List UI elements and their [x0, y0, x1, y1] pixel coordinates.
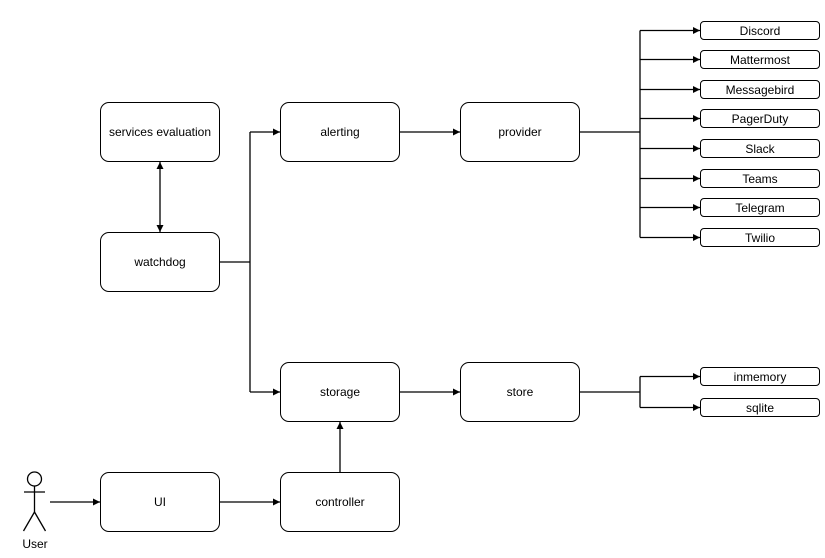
node-store-sqlite: sqlite	[700, 398, 820, 417]
node-store-sqlite-label: sqlite	[745, 400, 774, 415]
node-provider-messagebird-label: Messagebird	[725, 82, 795, 97]
node-storage-label: storage	[319, 385, 361, 399]
node-provider-discord: Discord	[700, 21, 820, 40]
node-provider-telegram-label: Telegram	[735, 200, 785, 215]
node-storage: storage	[280, 362, 400, 422]
node-provider-messagebird: Messagebird	[700, 80, 820, 99]
node-watchdog-label: watchdog	[134, 255, 186, 269]
node-alerting: alerting	[280, 102, 400, 162]
node-provider-label: provider	[498, 125, 542, 139]
node-ui: UI	[100, 472, 220, 532]
node-store-inmemory-label: inmemory	[733, 369, 787, 384]
node-ui-label: UI	[154, 495, 166, 509]
node-controller: controller	[280, 472, 400, 532]
node-provider-pagerduty-label: PagerDuty	[731, 111, 789, 126]
node-provider-slack-label: Slack	[745, 141, 775, 156]
node-store-label: store	[506, 385, 534, 399]
user-actor-icon	[22, 471, 47, 532]
node-provider-slack: Slack	[700, 139, 820, 158]
node-store-inmemory: inmemory	[700, 367, 820, 386]
user-actor-label: User	[22, 537, 48, 551]
node-provider-discord-label: Discord	[739, 23, 781, 38]
node-services-evaluation: services evaluation	[100, 102, 220, 162]
node-provider-mattermost: Mattermost	[700, 50, 820, 69]
node-provider-teams-label: Teams	[742, 171, 778, 186]
node-provider-twilio: Twilio	[700, 228, 820, 247]
node-services-evaluation-label: services evaluation	[108, 125, 212, 139]
node-store: store	[460, 362, 580, 422]
node-alerting-label: alerting	[320, 125, 360, 139]
node-provider-telegram: Telegram	[700, 198, 820, 217]
node-provider-pagerduty: PagerDuty	[700, 109, 820, 128]
node-watchdog: watchdog	[100, 232, 220, 292]
node-provider-twilio-label: Twilio	[744, 230, 775, 245]
node-controller-label: controller	[315, 495, 365, 509]
node-provider-mattermost-label: Mattermost	[729, 52, 790, 67]
node-provider: provider	[460, 102, 580, 162]
node-provider-teams: Teams	[700, 169, 820, 188]
